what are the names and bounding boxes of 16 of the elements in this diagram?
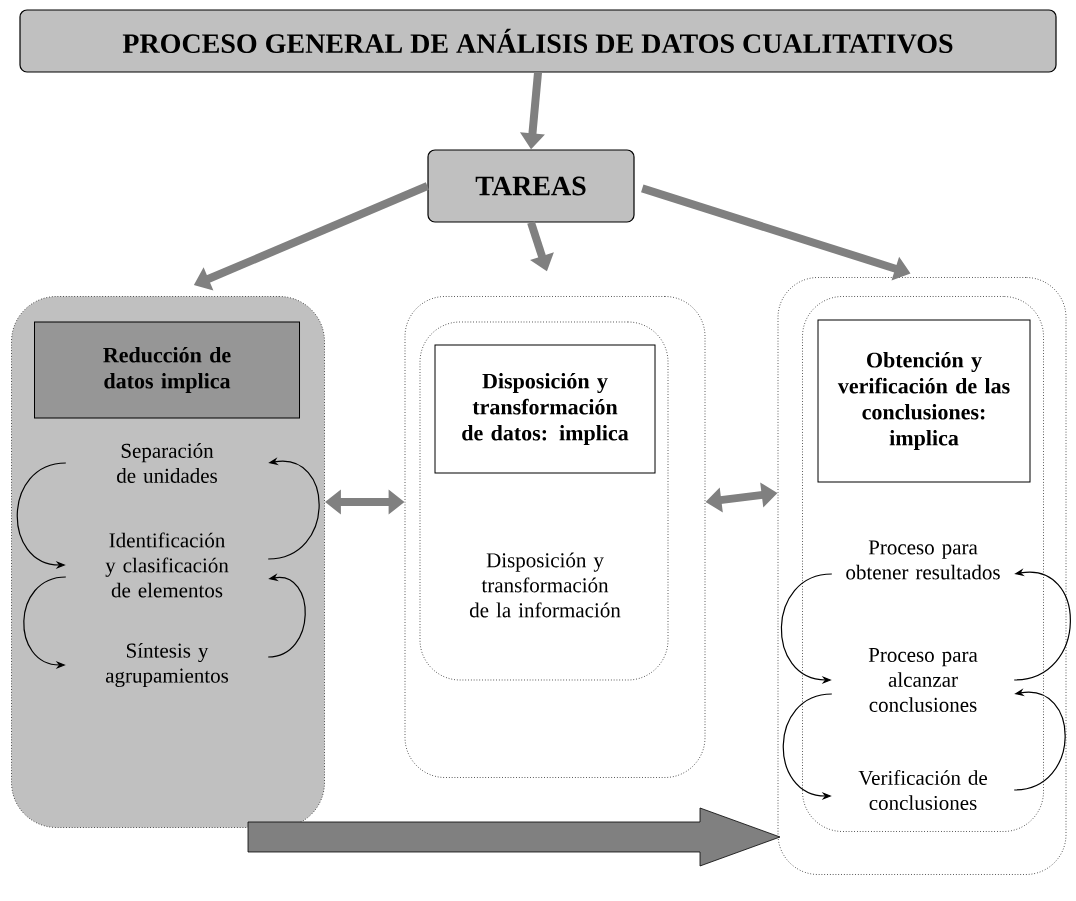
heading-box: Reducción de datos implica [34, 321, 300, 419]
step-text: Síntesis y agrupamientos [105, 642, 229, 688]
step-text: Separación de unidades [117, 443, 217, 483]
dotted-panel [419, 321, 669, 681]
step-text: Proceso para obtener resultados [846, 540, 1000, 580]
task-box: TAREAS [427, 149, 635, 223]
title-box: PROCESO GENERAL DE ANÁLISIS DE DATOS CUALITATIVOS [19, 9, 1057, 73]
heading-box: Disposición y transformación de datos: implica [434, 344, 656, 474]
dotted-panel [802, 296, 1044, 832]
heading-box: Obtención y verificación de las conclusiones: implica [817, 319, 1031, 483]
step-text: Verificación de conclusiones [858, 770, 987, 810]
step-text: Identificación y clasificación de elementos [105, 532, 229, 598]
dotted-panel [404, 296, 706, 778]
step-text: Disposición y transformación de la información [469, 552, 621, 618]
step-text: Proceso para alcanzar conclusiones [868, 648, 978, 712]
dotted-panel [777, 277, 1067, 875]
